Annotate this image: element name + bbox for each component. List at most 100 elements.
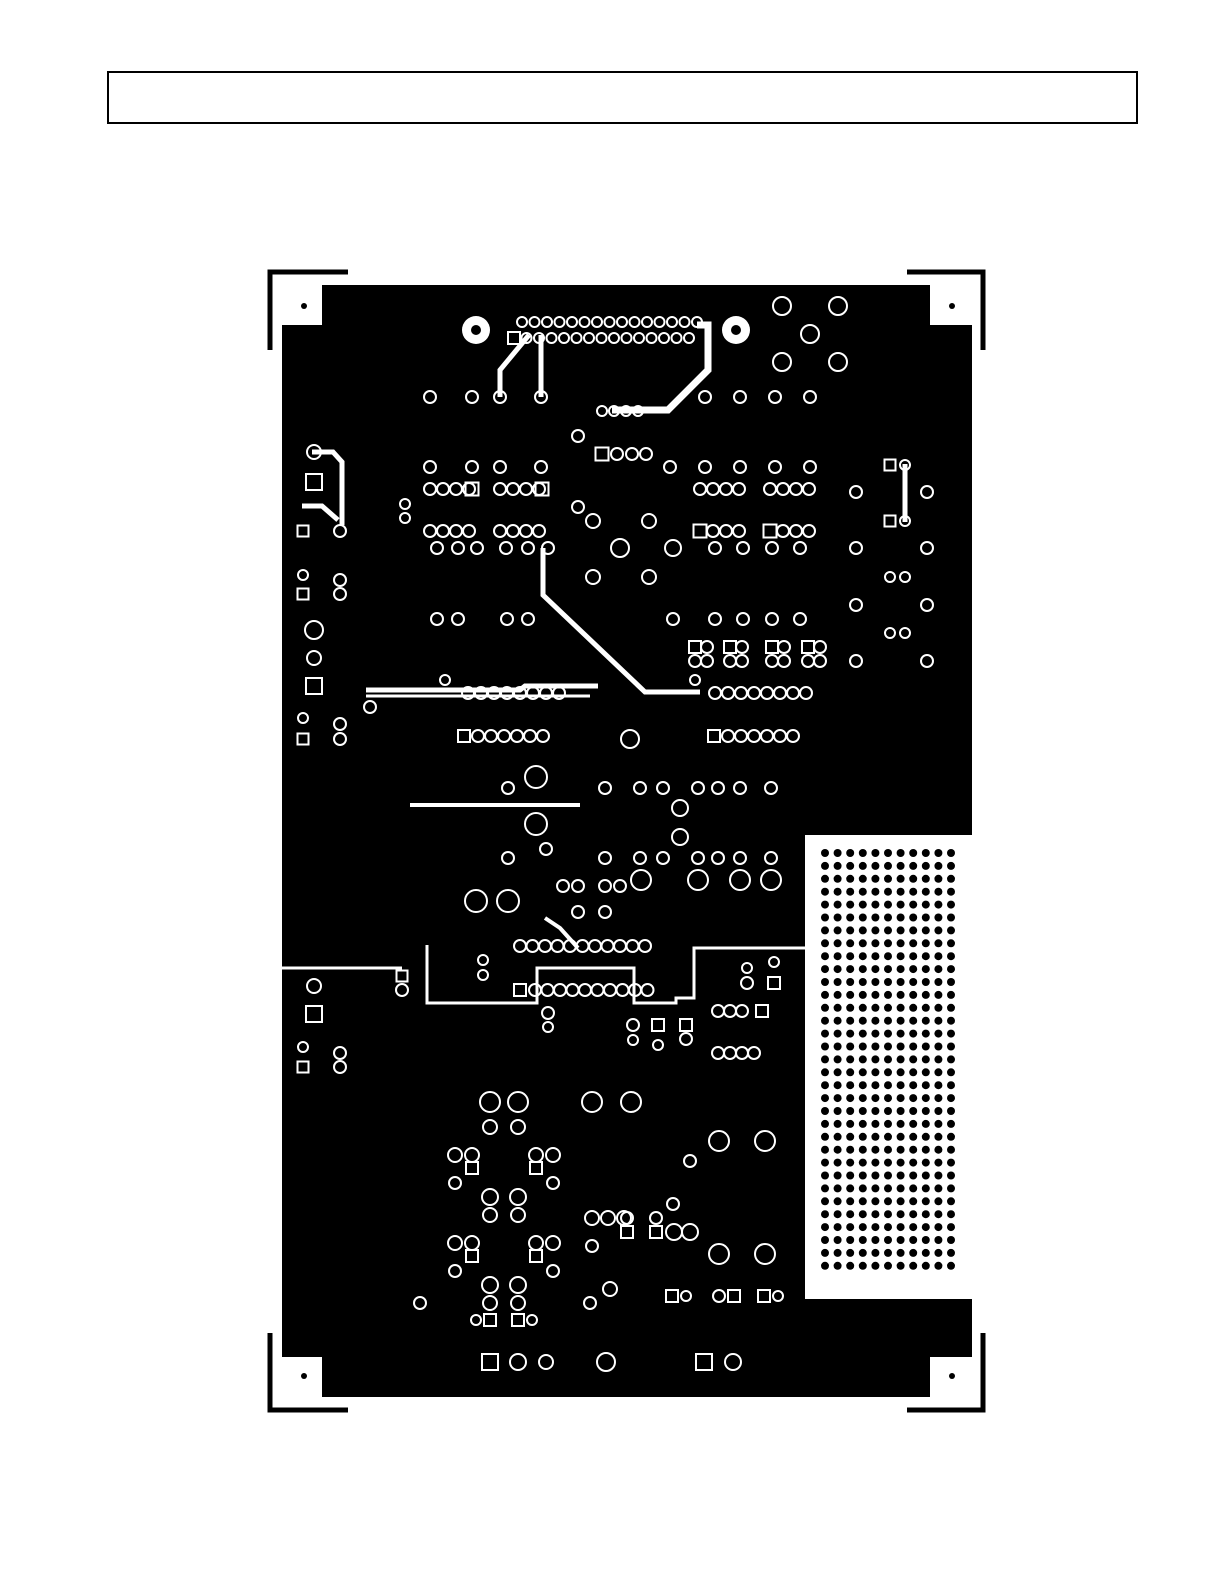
prototype-pad (846, 849, 854, 857)
prototype-pad (897, 1236, 905, 1244)
prototype-pad (922, 1210, 930, 1218)
prototype-pad (821, 1055, 829, 1063)
prototype-pad (871, 991, 879, 999)
prototype-pad (922, 1197, 930, 1205)
prototype-pad (947, 1120, 955, 1128)
prototype-pad (897, 914, 905, 922)
prototype-pad (934, 1107, 942, 1115)
prototype-pad (922, 1004, 930, 1012)
prototype-pad (909, 875, 917, 883)
prototype-pad (922, 1236, 930, 1244)
prototype-pad (821, 1107, 829, 1115)
prototype-pad (947, 991, 955, 999)
prototype-pad (846, 875, 854, 883)
prototype-pad (871, 1249, 879, 1257)
prototype-pad (922, 862, 930, 870)
prototype-pad (821, 1017, 829, 1025)
prototype-pad (934, 1133, 942, 1141)
prototype-pad (834, 1120, 842, 1128)
prototype-pad (922, 978, 930, 986)
prototype-pad (947, 1043, 955, 1051)
prototype-pad (821, 939, 829, 947)
prototype-pad (846, 1159, 854, 1167)
prototype-pad (897, 1107, 905, 1115)
prototype-pad (897, 1068, 905, 1076)
prototype-pad (871, 1146, 879, 1154)
prototype-pad (897, 1184, 905, 1192)
prototype-pad (922, 875, 930, 883)
prototype-pad (871, 914, 879, 922)
prototype-pad (859, 875, 867, 883)
prototype-pad (859, 862, 867, 870)
prototype-pad (871, 926, 879, 934)
prototype-pad (846, 1068, 854, 1076)
prototype-pad (846, 862, 854, 870)
prototype-pad (934, 1030, 942, 1038)
prototype-pad (846, 1081, 854, 1089)
prototype-pad (859, 1210, 867, 1218)
prototype-pad (909, 1146, 917, 1154)
prototype-pad (934, 1197, 942, 1205)
prototype-pad (922, 901, 930, 909)
prototype-pad (834, 875, 842, 883)
prototype-pad (871, 1133, 879, 1141)
prototype-pad (897, 901, 905, 909)
prototype-pad (922, 1055, 930, 1063)
prototype-pad (871, 965, 879, 973)
prototype-pad (834, 926, 842, 934)
prototype-pad (909, 1081, 917, 1089)
prototype-pad (834, 1197, 842, 1205)
prototype-pad (871, 1081, 879, 1089)
prototype-pad (821, 1068, 829, 1076)
prototype-pad (846, 1055, 854, 1063)
prototype-pad (834, 849, 842, 857)
prototype-pad (909, 1184, 917, 1192)
prototype-pad (871, 978, 879, 986)
prototype-pad (934, 1184, 942, 1192)
prototype-pad (821, 1030, 829, 1038)
prototype-pad (922, 1172, 930, 1180)
prototype-pad (897, 965, 905, 973)
prototype-pad (884, 1197, 892, 1205)
prototype-pad (884, 1184, 892, 1192)
prototype-pad (834, 1210, 842, 1218)
prototype-pad (909, 926, 917, 934)
prototype-pad (947, 901, 955, 909)
prototype-pad (859, 1081, 867, 1089)
prototype-pad (922, 914, 930, 922)
prototype-pad (846, 1262, 854, 1270)
prototype-pad (846, 1197, 854, 1205)
prototype-pad (859, 939, 867, 947)
prototype-pad (909, 888, 917, 896)
prototype-pad-grid (821, 849, 955, 1270)
prototype-pad (884, 862, 892, 870)
prototype-pad (834, 1030, 842, 1038)
prototype-pad (922, 1068, 930, 1076)
prototype-pad (909, 1210, 917, 1218)
prototype-pad (834, 1146, 842, 1154)
prototype-pad (846, 965, 854, 973)
prototype-pad (897, 1094, 905, 1102)
prototype-pad (947, 888, 955, 896)
prototype-pad (884, 1107, 892, 1115)
prototype-pad (871, 1159, 879, 1167)
prototype-pad (934, 862, 942, 870)
prototype-pad (897, 1262, 905, 1270)
prototype-pad (947, 952, 955, 960)
prototype-pad (846, 1133, 854, 1141)
prototype-pad (859, 952, 867, 960)
prototype-pad (897, 862, 905, 870)
prototype-pad (871, 1120, 879, 1128)
prototype-pad (821, 991, 829, 999)
prototype-pad (834, 952, 842, 960)
prototype-pad (897, 926, 905, 934)
prototype-pad (821, 1120, 829, 1128)
prototype-pad (909, 1159, 917, 1167)
prototype-pad (934, 1146, 942, 1154)
prototype-pad (884, 1068, 892, 1076)
prototype-pad (821, 914, 829, 922)
prototype-pad (934, 1262, 942, 1270)
prototype-pad (947, 1094, 955, 1102)
prototype-pad (884, 1094, 892, 1102)
prototype-pad (821, 1004, 829, 1012)
